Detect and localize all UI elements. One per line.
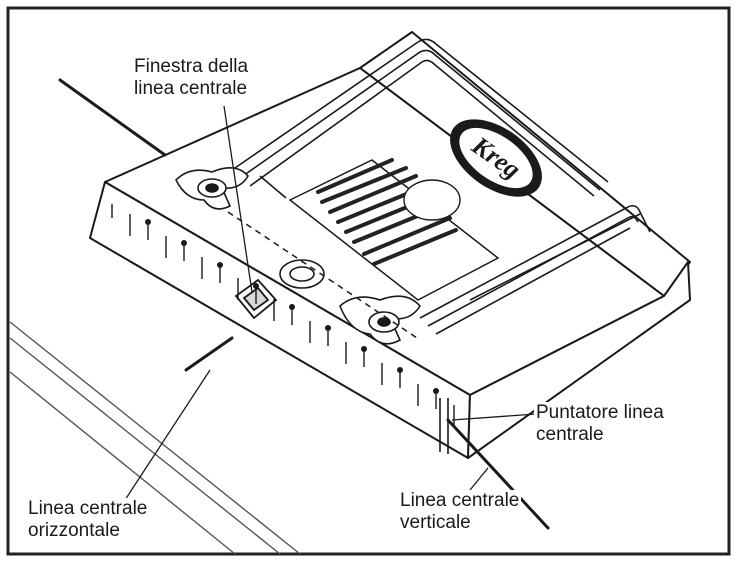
- warning-decal: [288, 158, 500, 301]
- vertical-centerline: [446, 418, 550, 530]
- centerline-pointer: [439, 398, 449, 454]
- pencil-lines: [58, 78, 550, 530]
- wing-knob-right: [339, 295, 421, 345]
- dashed-centerline: [227, 211, 421, 341]
- center-nut: [279, 259, 325, 289]
- label-puntatore: Puntatore linea centrale: [534, 402, 666, 446]
- label-finestra: Finestra della linea centrale: [132, 56, 251, 100]
- horizontal-centerline: [58, 78, 167, 157]
- scale-numbers: [145, 219, 439, 394]
- label-puntatore-line1: Puntatore linea: [536, 402, 664, 423]
- label-verticale-line2: verticale: [400, 512, 471, 533]
- board-edges: [9, 321, 301, 555]
- label-finestra-line2: linea centrale: [134, 78, 248, 99]
- kreg-logo: Kreg: [450, 119, 542, 197]
- label-finestra-line1: Finestra della: [134, 56, 249, 77]
- wing-knob-left: [175, 167, 249, 210]
- scale-ticks: [111, 204, 455, 427]
- label-orizzontale: Linea centrale orizzontale: [26, 498, 150, 542]
- label-orizzontale-line2: orizzontale: [28, 520, 120, 541]
- label-verticale-line1: Linea centrale: [400, 490, 520, 511]
- decal-circle: [403, 179, 461, 221]
- jig-slots: [231, 38, 651, 335]
- label-puntatore-line2: centrale: [536, 424, 604, 445]
- label-orizzontale-line1: Linea centrale: [28, 498, 148, 519]
- label-verticale: Linea centrale verticale: [398, 490, 522, 534]
- leader-lines: [124, 105, 537, 501]
